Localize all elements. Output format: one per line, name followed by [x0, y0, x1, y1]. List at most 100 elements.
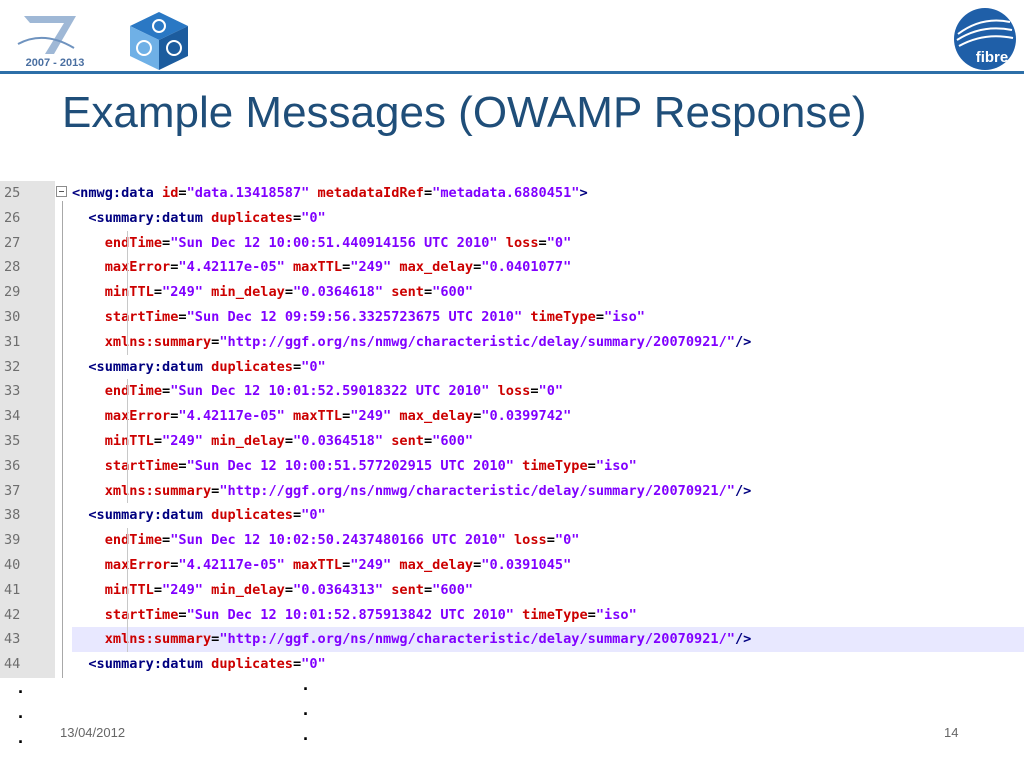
xml-attribute: endTime — [104, 234, 163, 251]
code-line-text: xmlns:summary="http://ggf.org/ns/nmwg/ch… — [72, 627, 1024, 653]
line-number: 43 — [4, 631, 21, 648]
xml-attribute: sent — [391, 284, 424, 301]
xml-punctuation: = — [211, 333, 220, 350]
xml-punctuation — [72, 532, 105, 548]
xml-punctuation: = — [546, 532, 555, 549]
footer-page-number: 14 — [944, 725, 959, 740]
code-line-text: endTime="Sun Dec 12 10:00:51.440914156 U… — [72, 231, 1024, 256]
xml-value: "0" — [301, 656, 326, 673]
xml-punctuation — [72, 656, 88, 672]
xml-attribute: min_delay — [211, 284, 285, 301]
xml-tag: <nmwg:data — [72, 185, 163, 201]
xml-punctuation — [72, 483, 105, 499]
fp7-logo-arc — [17, 37, 75, 49]
slide-title: Example Messages (OWAMP Response) — [62, 88, 867, 137]
xml-tag: <summary:datum — [88, 209, 212, 226]
xml-attribute: startTime — [104, 309, 179, 325]
indent-guide — [127, 429, 128, 454]
ellipsis-dot: · — [303, 679, 309, 699]
xml-value: "data.13418587" — [186, 185, 318, 201]
code-line: 29 minTTL="249" min_delay="0.0364618" se… — [0, 280, 1024, 305]
xml-attribute: maxError — [104, 259, 171, 276]
code-line-text: xmlns:summary="http://ggf.org/ns/nmwg/ch… — [72, 479, 1024, 504]
xml-punctuation: = — [292, 209, 302, 226]
xml-punctuation — [72, 259, 105, 275]
indent-guide — [127, 379, 128, 405]
fibre-logo-disc — [954, 8, 1016, 70]
xml-value: "0.0401077" — [481, 259, 572, 276]
xml-value: "0" — [546, 234, 572, 251]
xml-attribute: minTTL — [104, 433, 154, 449]
xml-attribute: max_delay — [399, 557, 474, 573]
xml-punctuation: = — [423, 185, 433, 201]
xml-punctuation: = — [162, 383, 171, 400]
line-number: 44 — [4, 656, 21, 673]
xml-attribute: min_delay — [211, 581, 285, 598]
code-line-text: <summary:datum duplicates="0" — [72, 206, 1024, 231]
xml-punctuation: = — [170, 259, 179, 276]
code-line-text: <nmwg:data id="data.13418587" metadataId… — [72, 181, 1024, 206]
code-line-text: endTime="Sun Dec 12 10:01:52.59018322 UT… — [72, 379, 1024, 404]
xml-attribute: timeType — [522, 457, 588, 474]
xml-value: "600" — [432, 433, 474, 449]
xml-value: "4.42117e-05" — [178, 408, 293, 425]
xml-attribute: maxTTL — [293, 557, 343, 573]
footer-date: 13/04/2012 — [60, 725, 126, 740]
xml-value: "Sun Dec 12 10:01:52.875913842 UTC 2010" — [186, 606, 523, 623]
line-number: 40 — [4, 557, 21, 573]
line-number: 26 — [4, 209, 21, 226]
xml-value: "Sun Dec 12 10:00:51.440914156 UTC 2010" — [170, 234, 506, 251]
xml-value: "249" — [162, 433, 212, 449]
fold-collapse-icon[interactable] — [56, 186, 67, 197]
code-line-text: startTime="Sun Dec 12 09:59:56.332572367… — [72, 305, 1024, 330]
code-line-text: minTTL="249" min_delay="0.0364618" sent=… — [72, 280, 1024, 305]
xml-punctuation — [72, 458, 105, 474]
xml-attribute: id — [162, 185, 179, 201]
code-line: 39 endTime="Sun Dec 12 10:02:50.24374801… — [0, 528, 1024, 553]
code-line: 43 xmlns:summary="http://ggf.org/ns/nmwg… — [0, 627, 1024, 653]
indent-guide — [127, 305, 128, 330]
xml-value: "600" — [432, 581, 474, 598]
xml-punctuation: = — [342, 557, 351, 573]
cube-right-face — [159, 26, 188, 70]
line-number: 36 — [4, 457, 21, 474]
xml-value: "4.42117e-05" — [178, 557, 293, 573]
fp7-logo-seven — [24, 16, 76, 54]
xml-value: "http://ggf.org/ns/nmwg/characteristic/d… — [219, 482, 735, 499]
xml-attribute: max_delay — [399, 259, 474, 276]
code-line-text: startTime="Sun Dec 12 10:01:52.875913842… — [72, 603, 1024, 628]
code-line: 33 endTime="Sun Dec 12 10:01:52.59018322… — [0, 379, 1024, 405]
line-number: 42 — [4, 606, 21, 623]
xml-attribute: xmlns:summary — [104, 631, 212, 648]
xml-code-listing: 25<nmwg:data id="data.13418587" metadata… — [0, 181, 1024, 678]
xml-punctuation: = — [530, 383, 539, 400]
xml-punctuation — [72, 334, 105, 350]
ellipsis-dot: · — [303, 704, 309, 724]
xml-attribute: startTime — [104, 606, 179, 623]
xml-attribute: endTime — [104, 532, 163, 549]
ellipsis-dot: · — [18, 707, 24, 727]
ellipsis-dots-middle: · · · — [303, 677, 309, 752]
xml-punctuation: = — [292, 507, 302, 524]
code-line-text: maxError="4.42117e-05" maxTTL="249" max_… — [72, 404, 1024, 429]
code-line-text: maxError="4.42117e-05" maxTTL="249" max_… — [72, 553, 1024, 578]
xml-attribute: maxError — [104, 557, 171, 573]
code-line: 40 maxError="4.42117e-05" maxTTL="249" m… — [0, 553, 1024, 578]
cube-logo — [130, 12, 188, 70]
xml-attribute: maxTTL — [293, 408, 343, 425]
code-line-text: xmlns:summary="http://ggf.org/ns/nmwg/ch… — [72, 330, 1024, 355]
xml-punctuation — [72, 210, 88, 226]
xml-attribute: timeType — [530, 309, 596, 325]
line-number: 27 — [4, 234, 21, 251]
xml-value: "http://ggf.org/ns/nmwg/characteristic/d… — [219, 631, 735, 648]
xml-attribute: maxTTL — [293, 259, 343, 276]
xml-punctuation: = — [292, 358, 302, 375]
xml-punctuation — [72, 408, 105, 424]
xml-attribute: xmlns:summary — [104, 482, 212, 499]
xml-value: "0" — [301, 358, 326, 375]
fibre-logo-stripe — [956, 27, 1013, 41]
fibre-logo-stripe — [957, 19, 1011, 35]
xml-attribute: minTTL — [104, 284, 154, 301]
ellipsis-dots-left: · · · — [18, 680, 24, 755]
xml-value: "0.0364518" — [293, 433, 392, 449]
